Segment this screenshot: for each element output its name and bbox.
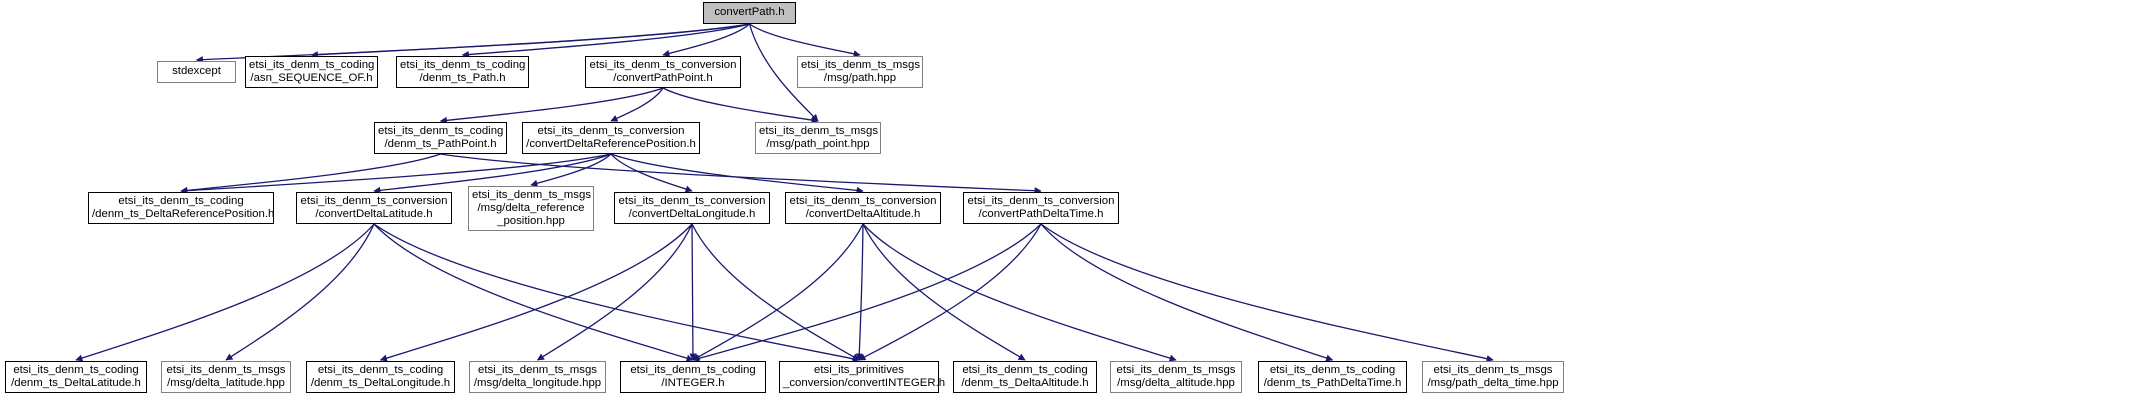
graph-node-label: etsi_its_denm_ts_conversion /convertDelt…: [526, 124, 696, 150]
graph-edge: [610, 87, 664, 122]
graph-node[interactable]: etsi_its_denm_ts_coding /denm_ts_Path.h: [396, 56, 529, 88]
graph-node-label: etsi_its_denm_ts_msgs /msg/path.hpp: [801, 58, 921, 84]
graph-node[interactable]: etsi_its_denm_ts_msgs /msg/path.hpp: [797, 56, 923, 88]
graph-node[interactable]: etsi_its_denm_ts_coding /asn_SEQUENCE_OF…: [245, 56, 378, 88]
graph-node-label: etsi_its_denm_ts_conversion /convertPath…: [589, 58, 737, 84]
graph-node[interactable]: stdexcept: [157, 61, 236, 83]
graph-node-label: etsi_its_denm_ts_coding /INTEGER.h: [630, 363, 756, 389]
graph-edge: [862, 223, 1026, 361]
graph-node-label: convertPath.h: [714, 6, 785, 19]
graph-edge: [373, 223, 694, 362]
graph-edge: [610, 153, 693, 193]
graph-node[interactable]: etsi_its_denm_ts_coding /denm_ts_DeltaRe…: [88, 192, 274, 224]
graph-node-label: etsi_its_denm_ts_msgs /msg/path_delta_ti…: [1427, 363, 1559, 389]
graph-edge: [692, 223, 864, 361]
graph-node-label: etsi_its_denm_ts_coding /denm_ts_DeltaRe…: [92, 194, 275, 220]
graph-node[interactable]: etsi_its_denm_ts_coding /denm_ts_PathPoi…: [374, 122, 507, 154]
graph-node-label: etsi_its_denm_ts_coding /denm_ts_DeltaLo…: [310, 363, 451, 389]
graph-edge: [530, 153, 612, 187]
graph-node[interactable]: etsi_its_denm_ts_msgs /msg/delta_longitu…: [469, 361, 606, 393]
graph-node[interactable]: etsi_its_denm_ts_coding /denm_ts_DeltaAl…: [953, 361, 1097, 393]
graph-node[interactable]: etsi_its_denm_ts_msgs /msg/path_point.hp…: [755, 122, 881, 154]
graph-edge: [310, 23, 750, 59]
graph-node-label: etsi_its_denm_ts_msgs /msg/delta_latitud…: [166, 363, 286, 389]
graph-edge: [689, 223, 697, 361]
graph-edge: [379, 223, 693, 362]
graph-edge: [692, 223, 1042, 362]
graph-node[interactable]: etsi_its_denm_ts_msgs /msg/path_delta_ti…: [1422, 361, 1564, 393]
graph-node-label: etsi_its_denm_ts_conversion /convertDelt…: [618, 194, 766, 220]
graph-edge: [195, 23, 750, 64]
graph-node[interactable]: etsi_its_denm_ts_msgs /msg/delta_altitud…: [1110, 361, 1242, 393]
graph-node[interactable]: etsi_its_denm_ts_conversion /convertDelt…: [296, 192, 452, 224]
graph-edge: [610, 153, 864, 194]
graph-node-label: etsi_its_denm_ts_conversion /convertDelt…: [789, 194, 937, 220]
graph-node-label: etsi_its_denm_ts_msgs /msg/delta_altitud…: [1116, 363, 1236, 389]
graph-node-label: etsi_its_denm_ts_msgs /msg/delta_longitu…: [473, 363, 602, 389]
graph-edge: [862, 223, 1177, 362]
graph-node-label: etsi_its_denm_ts_coding /denm_ts_DeltaAl…: [961, 363, 1089, 389]
graph-node[interactable]: etsi_its_denm_ts_msgs /msg/delta_referen…: [468, 186, 594, 231]
graph-node[interactable]: etsi_its_denm_ts_conversion /convertPath…: [963, 192, 1119, 224]
graph-edge: [691, 223, 860, 361]
graph-node[interactable]: etsi_its_denm_ts_msgs /msg/delta_latitud…: [161, 361, 291, 393]
graph-node-label: etsi_its_denm_ts_coding /denm_ts_Path.h: [400, 58, 526, 84]
graph-edge: [858, 223, 1042, 361]
graph-node-label: etsi_its_denm_ts_coding /denm_ts_PathPoi…: [378, 124, 504, 150]
graph-edge: [1040, 223, 1494, 363]
graph-node-label: etsi_its_denm_ts_msgs /msg/delta_referen…: [472, 188, 592, 228]
graph-node[interactable]: etsi_its_primitives _conversion/convertI…: [779, 361, 946, 393]
graph-node-label: stdexcept: [172, 65, 221, 78]
graph-edge: [373, 223, 860, 363]
graph-node[interactable]: etsi_its_denm_ts_coding /INTEGER.h: [620, 361, 766, 393]
graph-node-label: etsi_its_denm_ts_conversion /convertPath…: [967, 194, 1115, 220]
graph-node[interactable]: convertPath.h: [703, 2, 796, 24]
graph-node[interactable]: etsi_its_denm_ts_conversion /convertDelt…: [614, 192, 770, 224]
graph-edge: [855, 223, 864, 361]
graph-node[interactable]: etsi_its_denm_ts_coding /denm_ts_PathDel…: [1258, 361, 1407, 393]
graph-node-label: etsi_its_denm_ts_msgs /msg/path_point.hp…: [759, 124, 879, 150]
graph-edge: [662, 87, 819, 124]
graph-edge: [225, 223, 375, 361]
graph-node-label: etsi_its_denm_ts_coding /denm_ts_PathDel…: [1263, 363, 1402, 389]
graph-edge: [662, 23, 750, 57]
graph-edge: [536, 223, 693, 361]
graph-edge: [75, 223, 375, 362]
graph-edge: [461, 23, 750, 59]
graph-node-label: etsi_its_denm_ts_conversion /convertDelt…: [300, 194, 448, 220]
graph-edge: [439, 87, 664, 124]
graph-node[interactable]: etsi_its_denm_ts_conversion /convertPath…: [585, 56, 741, 88]
graph-edge: [1040, 223, 1334, 362]
graph-node-label: etsi_its_denm_ts_coding /asn_SEQUENCE_OF…: [249, 58, 375, 84]
graph-edge: [749, 23, 861, 58]
graph-node[interactable]: etsi_its_denm_ts_conversion /convertDelt…: [785, 192, 941, 224]
graph-node-label: etsi_its_denm_ts_coding /denm_ts_DeltaLa…: [11, 363, 141, 389]
graph-edge: [180, 153, 441, 194]
graph-node[interactable]: etsi_its_denm_ts_coding /denm_ts_DeltaLo…: [306, 361, 455, 393]
graph-node-label: etsi_its_primitives _conversion/convertI…: [783, 363, 946, 389]
graph-node[interactable]: etsi_its_denm_ts_conversion /convertDelt…: [522, 122, 700, 154]
graph-node[interactable]: etsi_its_denm_ts_coding /denm_ts_DeltaLa…: [5, 361, 147, 393]
